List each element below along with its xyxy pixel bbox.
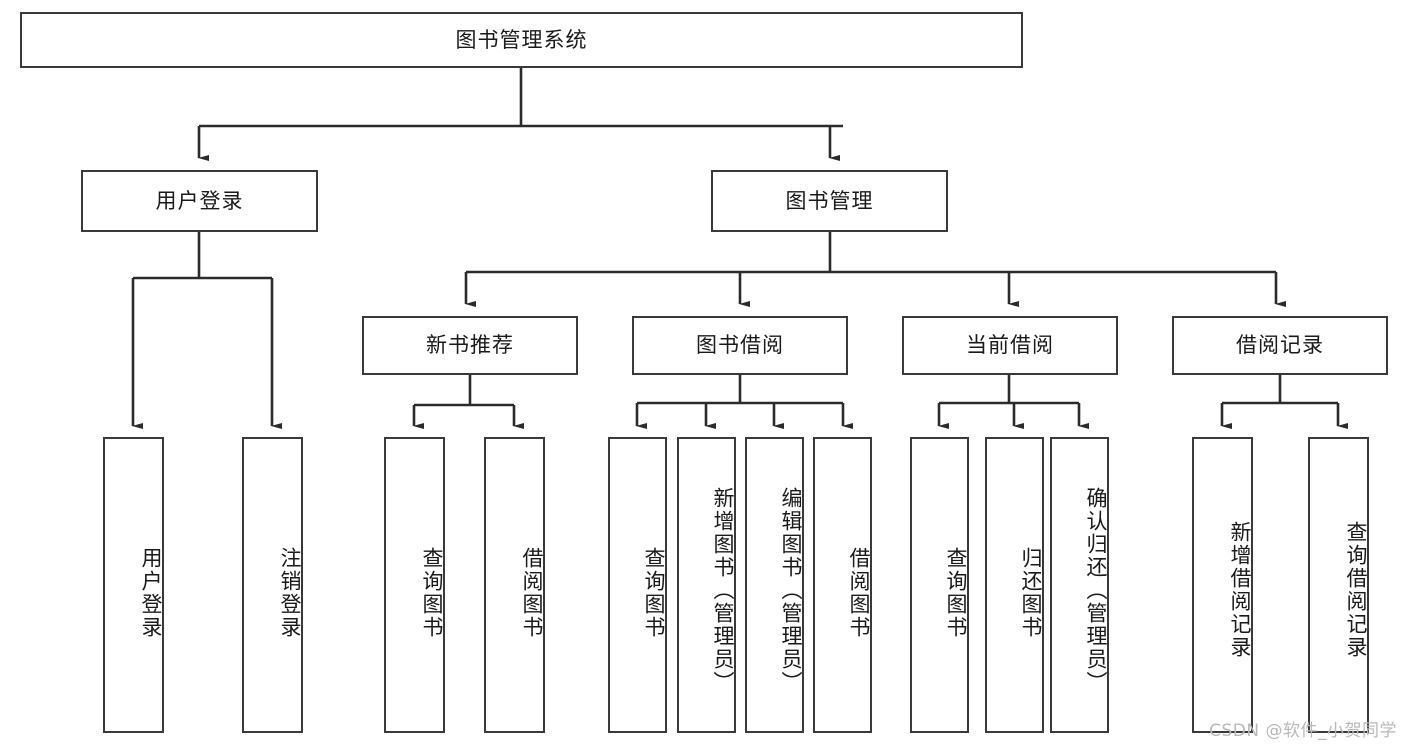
- leaf-query-book-1-label: 查询图书: [420, 547, 444, 639]
- leaf-borrow-book-1-label: 借阅图书: [520, 547, 544, 639]
- leaf-query-book-3[interactable]: 查询图书: [910, 437, 969, 733]
- leaf-query-book-2-label: 查询图书: [642, 547, 666, 639]
- leaf-user-login-label: 用户登录: [139, 547, 163, 639]
- node-borrow-record-label: 借阅记录: [1236, 333, 1324, 358]
- node-current-borrow-label: 当前借阅: [966, 333, 1054, 358]
- leaf-borrow-book-1[interactable]: 借阅图书: [484, 437, 545, 733]
- node-book-borrow-label: 图书借阅: [696, 333, 784, 358]
- node-root[interactable]: 图书管理系统: [20, 12, 1023, 68]
- leaf-query-book-3-label: 查询图书: [944, 547, 968, 639]
- node-user-login[interactable]: 用户登录: [81, 170, 318, 232]
- leaf-return-book-label: 归还图书: [1019, 547, 1043, 639]
- leaf-query-book-2[interactable]: 查询图书: [608, 437, 667, 733]
- leaf-return-book[interactable]: 归还图书: [985, 437, 1044, 733]
- node-root-label: 图书管理系统: [455, 27, 588, 52]
- leaf-add-record[interactable]: 新增借阅记录: [1192, 437, 1253, 733]
- leaf-add-record-label: 新增借阅记录: [1228, 521, 1252, 659]
- leaf-borrow-book-2[interactable]: 借阅图书: [813, 437, 872, 733]
- leaf-edit-book[interactable]: 编辑图书（管理员）: [745, 437, 804, 733]
- leaf-add-book[interactable]: 新增图书（管理员）: [677, 437, 736, 733]
- leaf-borrow-book-2-label: 借阅图书: [847, 547, 871, 639]
- node-book-manage-label: 图书管理: [785, 188, 874, 213]
- leaf-logout[interactable]: 注销登录: [242, 437, 303, 733]
- node-current-borrow[interactable]: 当前借阅: [902, 316, 1118, 375]
- leaf-query-record-label: 查询借阅记录: [1344, 521, 1368, 659]
- leaf-add-book-label: 新增图书（管理员）: [711, 486, 735, 694]
- node-book-borrow[interactable]: 图书借阅: [632, 316, 848, 375]
- leaf-query-record[interactable]: 查询借阅记录: [1308, 437, 1369, 733]
- node-user-login-label: 用户登录: [155, 188, 244, 213]
- leaf-query-book-1[interactable]: 查询图书: [384, 437, 445, 733]
- node-new-book-rec-label: 新书推荐: [426, 333, 514, 358]
- leaf-edit-book-label: 编辑图书（管理员）: [779, 486, 803, 694]
- leaf-user-login[interactable]: 用户登录: [103, 437, 164, 733]
- leaf-logout-label: 注销登录: [278, 547, 302, 639]
- node-borrow-record[interactable]: 借阅记录: [1172, 316, 1388, 375]
- node-book-manage[interactable]: 图书管理: [711, 170, 948, 232]
- csdn-watermark: CSDN @软件_小贺同学: [1209, 721, 1397, 741]
- node-new-book-rec[interactable]: 新书推荐: [362, 316, 578, 375]
- leaf-confirm-return-label: 确认归还（管理员）: [1084, 486, 1108, 694]
- leaf-confirm-return[interactable]: 确认归还（管理员）: [1050, 437, 1109, 733]
